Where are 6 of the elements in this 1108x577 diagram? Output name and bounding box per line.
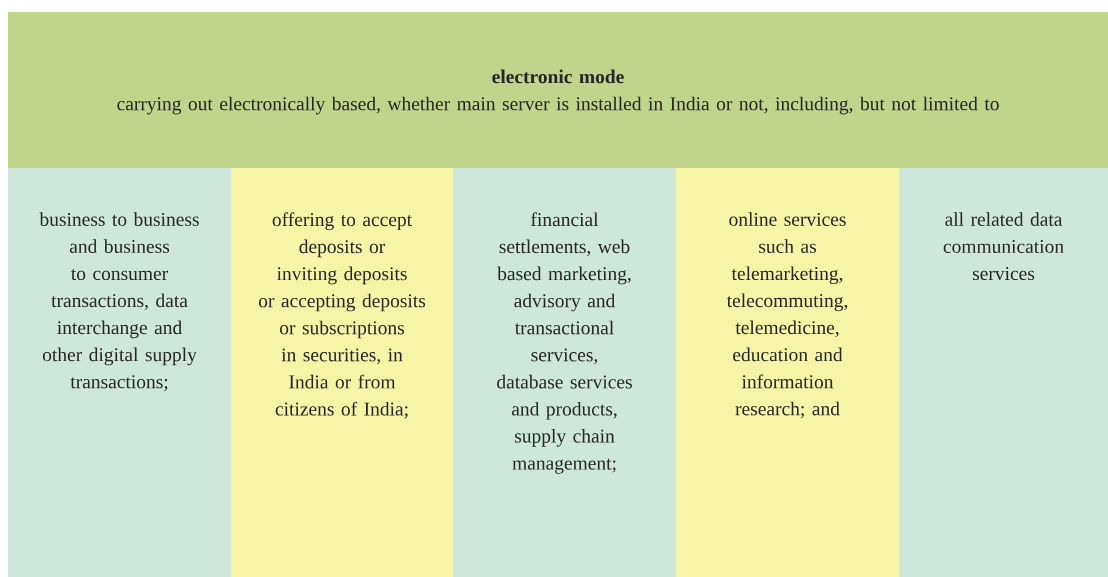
header-band: electronic mode carrying out electronically based, whether main server is installed in India or not, including, but not limited to — [8, 12, 1108, 168]
column-panel: all related data communication services — [899, 168, 1108, 577]
column-panel: business to business and business to consumer transactions, data interchange and other digital supply transactions; — [8, 168, 231, 577]
column-panel: financial settlements, web based marketing, advisory and transactional services, database services and products, supply chain management; — [453, 168, 676, 577]
column-panel: online services such as telemarketing, telecommuting, telemedicine, education and information research; and — [676, 168, 899, 577]
column-panel: offering to accept deposits or inviting deposits or accepting deposits or subscriptions in securities, in India or from citizens of India; — [231, 168, 453, 577]
